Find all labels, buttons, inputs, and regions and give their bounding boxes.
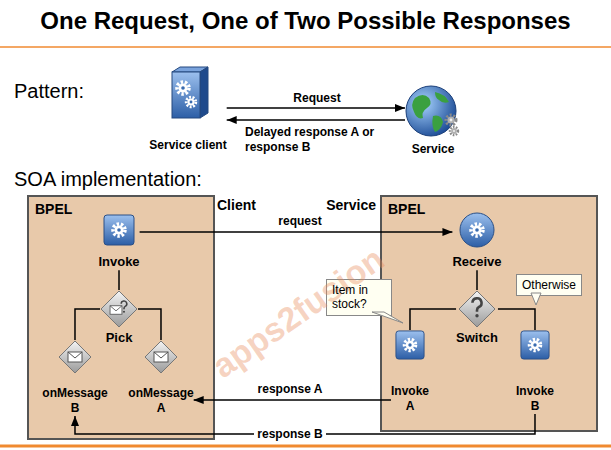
callout-tail (531, 293, 541, 305)
callout-text: Otherwise (522, 278, 576, 292)
connector-label: Delayed response A or response B (242, 125, 382, 155)
activity-node: Service (405, 84, 461, 157)
activity-node: Pick (100, 290, 138, 346)
connector-label: response B (254, 427, 325, 442)
panel-heading: BPEL (35, 201, 72, 217)
activity-icon (405, 84, 461, 138)
activity-node: Invoke B (516, 330, 554, 414)
panel-heading: Service (326, 197, 376, 213)
activity-icon (395, 330, 425, 360)
activity-icon (520, 330, 550, 360)
message-connector (410, 309, 456, 330)
activity-node: Switch (456, 290, 498, 346)
panel-heading: BPEL (388, 201, 425, 217)
connector-label: Request (290, 91, 343, 106)
section-label: Pattern: (14, 80, 84, 103)
callout-text: Item in stock? (332, 283, 386, 312)
activity-icon (144, 340, 178, 374)
node-label: Invoke B (516, 384, 554, 414)
message-connector (75, 309, 100, 340)
message-connector (476, 270, 478, 290)
activity-icon (458, 290, 496, 328)
message-connector (498, 309, 535, 330)
activity-icon (100, 290, 138, 328)
connector-label: response A (255, 382, 326, 397)
node-label: onMessage B (42, 386, 107, 416)
callout-tail (372, 312, 403, 323)
slide-title: One Request, One of Two Possible Respons… (0, 7, 611, 35)
rule-line (0, 46, 611, 48)
message-connector (227, 119, 405, 121)
activity-node: onMessage A (128, 340, 193, 416)
activity-icon (459, 212, 495, 248)
message-connector (227, 107, 405, 109)
node-label: Receive (452, 254, 501, 270)
node-label: onMessage A (128, 386, 193, 416)
node-label: Service (412, 142, 455, 157)
message-connector (140, 231, 453, 233)
panel-heading: Client (217, 197, 256, 213)
callout-box: Item in stock? (326, 279, 392, 316)
node-label: Invoke (98, 254, 139, 270)
rule-line (0, 445, 611, 448)
activity-icon (103, 214, 135, 246)
activity-node: Invoke A (391, 330, 429, 414)
callout-box: Otherwise (516, 274, 582, 296)
section-label: SOA implementation: (14, 168, 202, 191)
message-connector (118, 270, 120, 290)
activity-node: onMessage B (42, 340, 107, 416)
activity-icon (166, 66, 210, 120)
bpel-panel: ServiceBPELReceiveSwitchOtherwiseInvoke … (380, 195, 598, 432)
activity-node: Invoke (98, 214, 139, 270)
connector-label: request (275, 214, 324, 229)
activity-node: Service client (149, 66, 226, 153)
activity-icon (58, 340, 92, 374)
node-label: Switch (456, 330, 498, 346)
activity-node: Receive (452, 212, 501, 270)
node-label: Service client (149, 138, 226, 153)
message-connector (138, 309, 161, 340)
node-label: Pick (106, 330, 133, 346)
message-connector (194, 399, 391, 401)
node-label: Invoke A (391, 384, 429, 414)
